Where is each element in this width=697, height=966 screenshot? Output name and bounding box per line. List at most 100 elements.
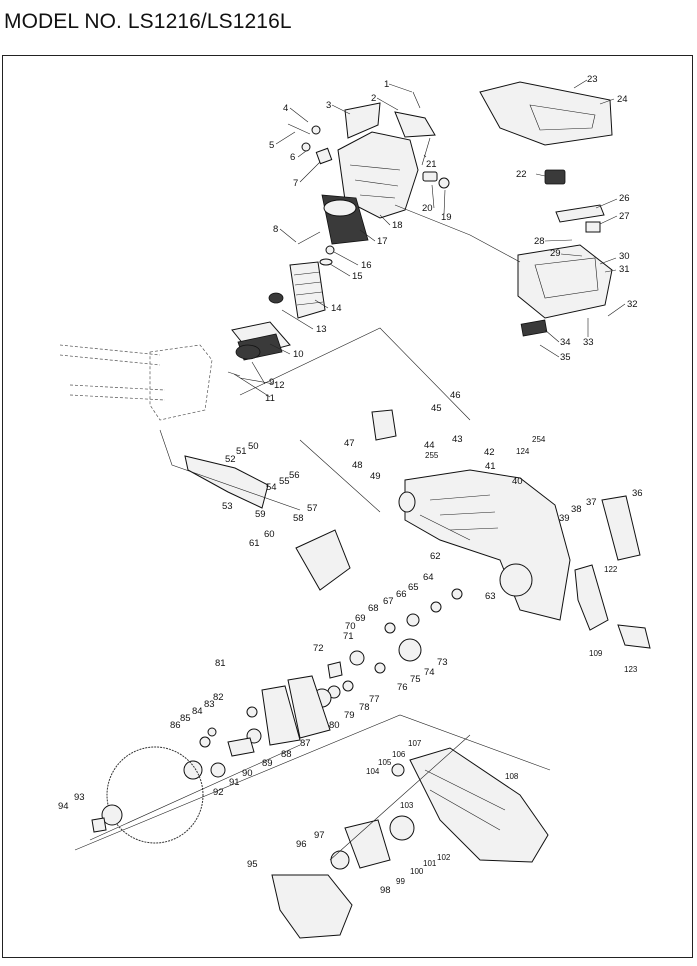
part-label: 55 — [279, 476, 290, 487]
part-label: 31 — [619, 264, 630, 275]
part-label: 87 — [300, 738, 311, 749]
part-label: 57 — [307, 503, 318, 514]
part-label: 21 — [426, 159, 437, 170]
callout-leaders — [233, 79, 626, 398]
part-label: 37 — [586, 497, 597, 508]
part-label: 42 — [484, 447, 495, 458]
part-label: 18 — [392, 220, 403, 231]
part-label: 64 — [423, 572, 434, 583]
part-label: 96 — [296, 839, 307, 850]
part-label: 43 — [452, 434, 463, 445]
part-label: 65 — [408, 582, 419, 593]
part-label: 104 — [366, 767, 380, 776]
part-label: 76 — [397, 682, 408, 693]
part-label: 61 — [249, 538, 260, 549]
part-label: 52 — [225, 454, 236, 465]
part-label: 38 — [571, 504, 582, 515]
diagram-frame — [2, 55, 693, 958]
part-label: 75 — [410, 674, 421, 685]
part-label: 58 — [293, 513, 304, 524]
part-label: 78 — [359, 702, 370, 713]
part-label: 59 — [255, 509, 266, 520]
part-label: 6 — [290, 152, 295, 163]
part-label: 26 — [619, 193, 630, 204]
part-label: 15 — [352, 271, 363, 282]
part-label: 1 — [384, 79, 389, 90]
part-drawings — [59, 81, 651, 939]
part-label: 10 — [293, 349, 304, 360]
part-label: 99 — [396, 877, 405, 886]
part-label: 19 — [441, 212, 452, 223]
part-label: 72 — [313, 643, 324, 654]
part-label: 95 — [247, 859, 258, 870]
part-label: 32 — [627, 299, 638, 310]
part-label: 86 — [170, 720, 181, 731]
part-label: 30 — [619, 251, 630, 262]
part-label: 53 — [222, 501, 233, 512]
part-label: 14 — [331, 303, 342, 314]
part-label: 105 — [378, 758, 392, 767]
part-label: 73 — [437, 657, 448, 668]
part-label: 3 — [326, 100, 331, 111]
part-label: 56 — [289, 470, 300, 481]
part-label: 91 — [229, 777, 240, 788]
part-label: 255 — [425, 451, 439, 460]
part-label: 89 — [262, 758, 273, 769]
part-label: 49 — [370, 471, 381, 482]
part-label: 67 — [383, 596, 394, 607]
part-label: 102 — [437, 853, 451, 862]
part-label: 41 — [485, 461, 496, 472]
part-label: 92 — [213, 787, 224, 798]
part-label: 68 — [368, 603, 379, 614]
part-label: 9 — [269, 377, 274, 388]
part-number-labels: 1 2 3 4 5 6 7 8 9 10 11 12 13 14 15 16 1… — [58, 74, 643, 896]
part-label: 122 — [604, 565, 618, 574]
part-label: 101 — [423, 859, 437, 868]
part-label: 103 — [400, 801, 414, 810]
part-label: 123 — [624, 665, 638, 674]
part-label: 22 — [516, 169, 527, 180]
part-label: 2 — [371, 93, 376, 104]
part-label: 80 — [329, 720, 340, 731]
part-label: 83 — [204, 699, 215, 710]
part-label: 33 — [583, 337, 594, 348]
part-label: 16 — [361, 260, 372, 271]
part-label: 106 — [392, 750, 406, 759]
part-label: 54 — [266, 482, 277, 493]
part-label: 82 — [213, 692, 224, 703]
part-label: 46 — [450, 390, 461, 401]
part-label: 45 — [431, 403, 442, 414]
part-label: 50 — [248, 441, 259, 452]
part-label: 17 — [377, 236, 388, 247]
part-label: 8 — [273, 224, 278, 235]
page-title: MODEL NO. LS1216/LS1216L — [4, 10, 292, 33]
part-label: 90 — [242, 768, 253, 779]
part-label: 27 — [619, 211, 630, 222]
part-label: 35 — [560, 352, 571, 363]
part-label: 84 — [192, 706, 203, 717]
part-label: 60 — [264, 529, 275, 540]
part-label: 107 — [408, 739, 422, 748]
part-label: 23 — [587, 74, 598, 85]
part-label: 7 — [293, 178, 298, 189]
part-label: 48 — [352, 460, 363, 471]
part-label: 44 — [424, 440, 435, 451]
part-label: 109 — [589, 649, 603, 658]
part-label: 74 — [424, 667, 435, 678]
part-label: 66 — [396, 589, 407, 600]
part-label: 93 — [74, 792, 85, 803]
part-label: 34 — [560, 337, 571, 348]
part-label: 28 — [534, 236, 545, 247]
part-label: 11 — [265, 393, 275, 404]
part-label: 62 — [430, 551, 441, 562]
part-label: 100 — [410, 867, 424, 876]
part-label: 108 — [505, 772, 519, 781]
part-label: 47 — [344, 438, 355, 449]
part-label: 13 — [316, 324, 327, 335]
part-label: 20 — [422, 203, 433, 214]
part-label: 29 — [550, 248, 561, 259]
part-label: 79 — [344, 710, 355, 721]
part-label: 5 — [269, 140, 274, 151]
part-label: 71 — [343, 631, 354, 642]
